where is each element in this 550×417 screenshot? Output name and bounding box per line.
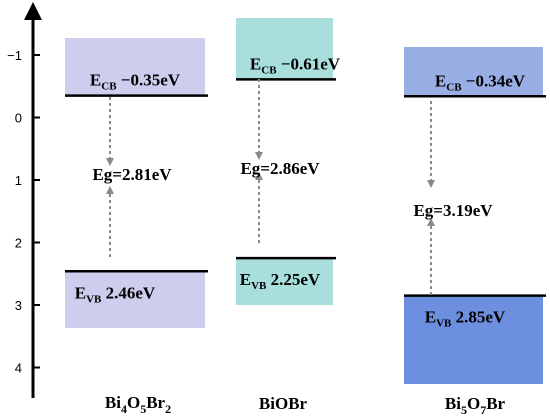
- formula-part: BiOBr: [259, 394, 308, 413]
- cb-label-value: −0.34eV: [462, 71, 526, 90]
- formula-part: O: [127, 393, 140, 412]
- material-name: Bi5O7Br: [445, 394, 506, 417]
- cb-label-value: −0.35eV: [117, 71, 181, 90]
- formula-part: O: [467, 394, 480, 413]
- axis-tick-label: −1: [7, 48, 22, 63]
- axis-tick-label: 2: [15, 236, 22, 251]
- vb-label: EVB 2.85eV: [425, 308, 506, 330]
- cb-region: [236, 18, 333, 80]
- material-name: BiOBr: [259, 394, 308, 413]
- cb-label-symbol: E: [435, 71, 446, 90]
- band-gap-label: Eg=3.19eV: [413, 201, 493, 220]
- vb-label-subscript: VB: [436, 318, 452, 330]
- cb-label: ECB −0.34eV: [435, 71, 526, 93]
- cb-region: [404, 47, 543, 97]
- cb-label: ECB −0.61eV: [250, 54, 341, 76]
- vb-label: EVB 2.25eV: [240, 270, 321, 292]
- axis-tick-label: 3: [15, 298, 22, 313]
- formula-subscript: 4: [121, 402, 127, 416]
- band-gap-label: Eg=2.86eV: [240, 159, 320, 178]
- axis-arrow-icon: [24, 2, 42, 20]
- formula-subscript: 5: [461, 403, 467, 417]
- formula-subscript: 5: [140, 402, 146, 416]
- vb-region: [65, 271, 205, 328]
- cb-region: [65, 38, 205, 96]
- formula-part: Br: [486, 394, 505, 413]
- cb-label-symbol: E: [250, 54, 261, 73]
- vb-label-value: 2.25eV: [266, 270, 321, 289]
- cb-label-symbol: E: [90, 71, 101, 90]
- cb-label-value: −0.61eV: [277, 54, 341, 73]
- cb-label: ECB −0.35eV: [90, 71, 181, 93]
- vb-label: EVB 2.46eV: [75, 283, 156, 305]
- axis-tick-label: 0: [15, 111, 22, 126]
- vb-label-value: 2.85eV: [451, 308, 506, 327]
- formula-subscript: 7: [480, 403, 486, 417]
- vb-region: [404, 295, 543, 384]
- cb-label-subscript: CB: [261, 64, 277, 76]
- material-name: Bi4O5Br2: [105, 393, 171, 416]
- vb-label-subscript: VB: [251, 280, 267, 292]
- formula-part: Br: [146, 393, 165, 412]
- formula-part: Bi: [105, 393, 121, 412]
- axis-tick-label: 1: [15, 173, 22, 188]
- cb-label-subscript: CB: [101, 81, 117, 93]
- vb-region: [236, 258, 333, 305]
- band-gap-label: Eg=2.81eV: [92, 165, 172, 184]
- formula-part: Bi: [445, 394, 461, 413]
- formula-subscript: 2: [165, 402, 171, 416]
- vb-label-symbol: E: [425, 308, 436, 327]
- axis-tick-label: 4: [15, 361, 22, 376]
- vb-label-subscript: VB: [86, 293, 102, 305]
- vb-label-symbol: E: [75, 283, 86, 302]
- energy-axis: −1 0 1 2 3 4: [7, 2, 42, 398]
- cb-label-subscript: CB: [446, 81, 462, 93]
- vb-label-value: 2.46eV: [101, 283, 156, 302]
- vb-label-symbol: E: [240, 270, 251, 289]
